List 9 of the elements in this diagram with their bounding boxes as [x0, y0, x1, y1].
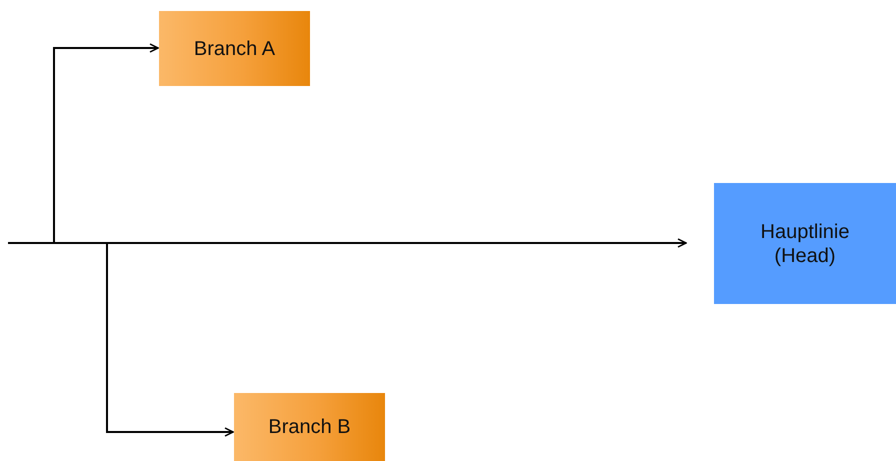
arrow — [106, 243, 234, 437]
arrow — [8, 238, 687, 248]
node-label: Branch A — [194, 36, 276, 60]
node-label: Branch B — [268, 415, 351, 439]
node-label: Hauptlinie (Head) — [760, 220, 850, 268]
branch-box — [159, 11, 310, 86]
head-box — [714, 183, 896, 304]
branch-box — [234, 393, 385, 461]
arrow — [53, 43, 159, 243]
